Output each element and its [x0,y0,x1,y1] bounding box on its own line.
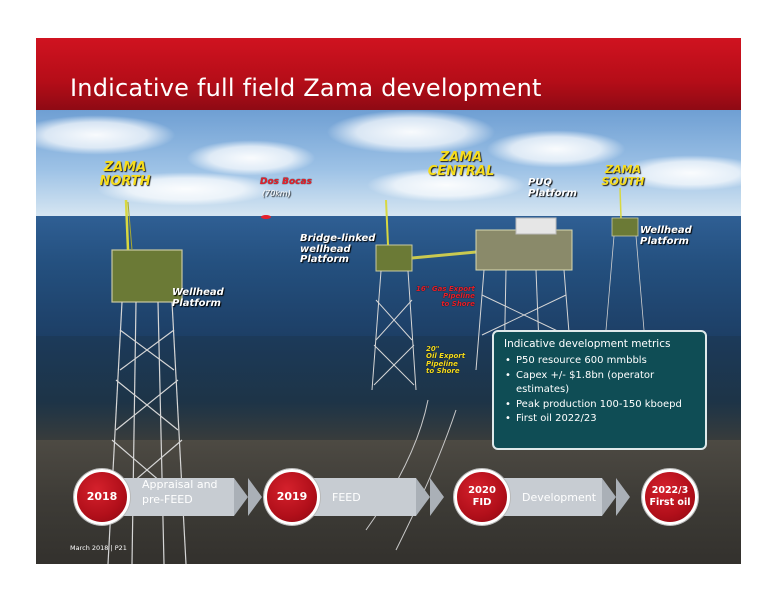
chevron-icon [248,478,262,516]
chevron-icon [234,478,248,516]
north-wellhead-platform [107,199,187,564]
north-wellhead-label: Wellhead Platform [172,287,224,309]
milestone-2018: 2018 [74,469,130,525]
metric-item: Peak production 100-150 kboepd [505,398,697,413]
central-wellhead-platform [371,199,417,391]
metrics-list: P50 resource 600 mmbbls Capex +/- $1.8bn… [504,354,697,427]
dos-bocas-label: Dos Bocas [260,177,312,187]
bridge [411,250,477,260]
metric-item: Capex +/- $1.8bn (operator estimates) [505,369,697,398]
platforms-drawing [107,187,645,564]
milestone-2019: 2019 [264,469,320,525]
footer: March 2018 | P21 [70,544,127,552]
metric-item: First oil 2022/23 [505,412,697,427]
gas-export-label: 16" Gas Export Pipeline to Shore [416,285,475,308]
page-title: Indicative full field Zama development [70,74,542,102]
metric-item: P50 resource 600 mmbbls [505,354,697,369]
phase-development-label: Development [522,491,597,504]
chevron-icon [602,478,616,516]
puq-platform [475,217,573,371]
title-bar: Indicative full field Zama development [36,38,741,110]
metrics-title: Indicative development metrics [504,338,671,350]
zama-central-label: ZAMA CENTRAL [427,150,495,179]
chevron-icon [430,478,444,516]
oil-export-label: 20" Oil Export Pipeline to Shore [426,345,466,376]
development-metrics-box: Indicative development metrics P50 resou… [492,330,707,450]
phase-feed-label: FEED [332,491,361,504]
dos-bocas-marker [261,215,271,219]
chevron-icon [616,478,630,516]
milestone-2020-fid: 2020 FID [454,469,510,525]
sky [36,110,741,218]
bridge-linked-label: Bridge-linked wellhead Platform [300,233,376,265]
zama-south-label: ZAMA SOUTH [601,163,645,188]
south-wellhead-platform [605,187,645,331]
chevron-icon [416,478,430,516]
phase-appraisal-label: Appraisal and pre-FEED [142,478,218,506]
dos-bocas-distance: (70km) [262,189,291,198]
milestone-first-oil: 2022/3 First oil [642,469,698,525]
field-illustration: ZAMA NORTH ZAMA CENTRAL ZAMA SOUTH Dos B… [36,110,741,564]
puq-platform-label: PUQ Platform [528,177,577,199]
zama-north-label: ZAMA NORTH [99,160,151,189]
oil-export-pipeline [395,409,457,551]
slide: Indicative full field Zama development [36,38,741,564]
south-wellhead-label: Wellhead Platform [640,225,692,247]
